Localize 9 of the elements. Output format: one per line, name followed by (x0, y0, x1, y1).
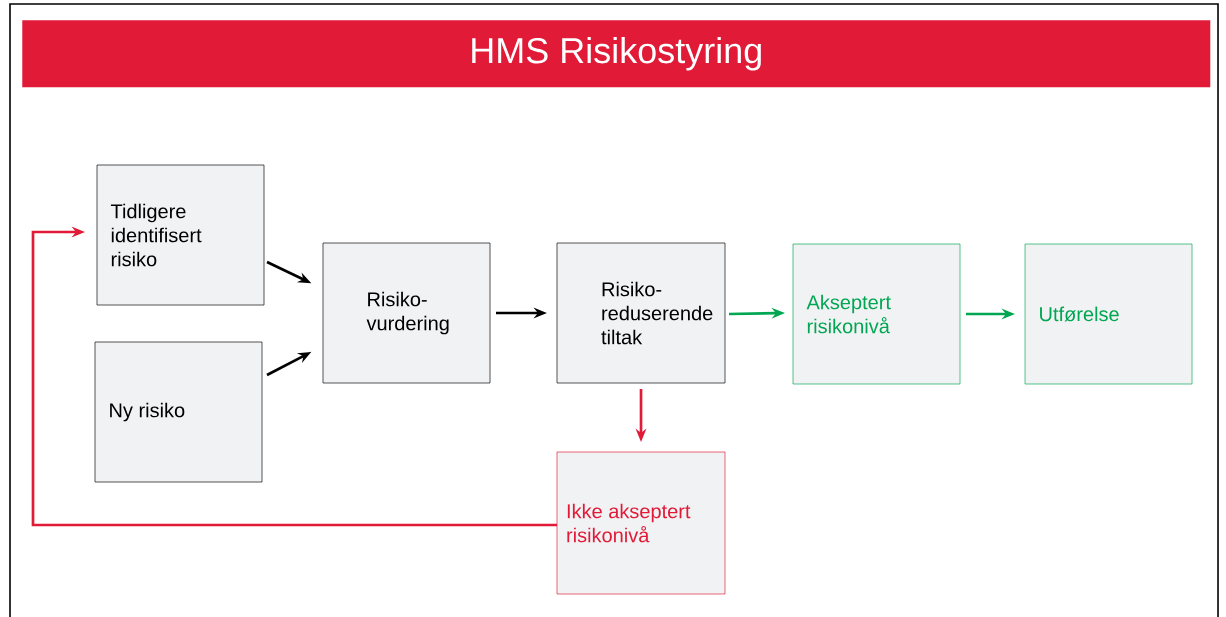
process-box: Ny risiko (94, 341, 263, 483)
process-box: Risiko-reduserende tiltak (556, 242, 726, 384)
process-box: Utførelse (1024, 243, 1193, 385)
process-box: Akseptert risikonivå (792, 243, 961, 385)
process-box: Tidligere identifisert risiko (96, 164, 265, 306)
arrow (31, 226, 557, 527)
process-box: Ikke akseptert risikonivå (556, 451, 726, 595)
title-bar: HMS Risikostyring (22, 20, 1211, 88)
process-box: Risiko-vurdering (322, 242, 491, 384)
